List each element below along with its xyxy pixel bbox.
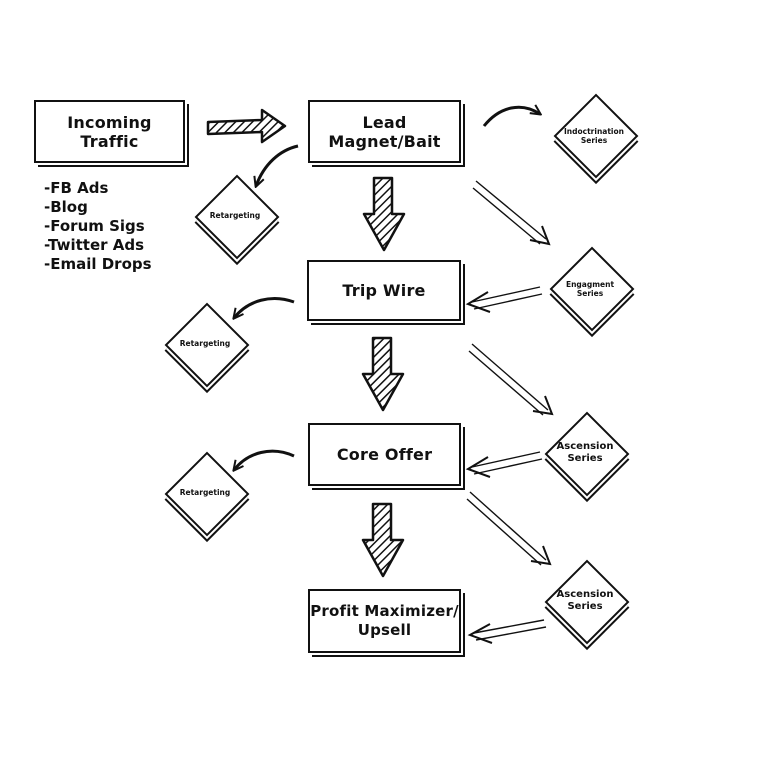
trip-wire-box: Trip Wire <box>307 260 461 321</box>
traffic-source-item: -Twitter Ads <box>44 236 145 254</box>
arrow-coreoffer-to-profitmax <box>361 502 405 578</box>
retargeting-label-1: Retargeting <box>209 211 261 220</box>
incoming-traffic-label: Incoming Traffic <box>67 112 152 151</box>
indoctrination-label: Indoctrination Series <box>564 127 624 145</box>
arrow-coreoffer-to-retargeting-3 <box>234 449 295 470</box>
arrow-tripwire-to-coreoffer <box>361 336 405 412</box>
traffic-source-item: -Blog <box>44 198 88 216</box>
ascension-label-1: Ascension Series <box>556 441 614 464</box>
arrow-engagement-to-tripwire <box>465 286 543 313</box>
traffic-source-item: -Email Drops <box>44 255 152 273</box>
arrow-ascension-2-to-profitmax <box>467 619 547 644</box>
traffic-source-item: -FB Ads <box>44 179 109 197</box>
lead-magnet-box: Lead Magnet/Bait <box>308 100 461 163</box>
engagement-label: Engagment Series <box>565 280 615 298</box>
traffic-sources-list: -FB Ads -Blog -Forum Sigs -Twitter Ads -… <box>44 179 152 274</box>
arrow-leadmagnet-to-retargeting-1 <box>256 144 299 186</box>
profit-maximizer-box: Profit Maximizer/ Upsell <box>308 589 461 653</box>
lead-magnet-label: Lead Magnet/Bait <box>328 112 441 151</box>
trip-wire-label: Trip Wire <box>342 281 426 300</box>
arrow-leadmagnet-to-tripwire <box>362 176 406 252</box>
core-offer-label: Core Offer <box>336 445 433 464</box>
retargeting-label-3: Retargeting <box>179 488 231 497</box>
profit-maximizer-label-line1: Profit Maximizer/ <box>310 602 459 620</box>
arrow-traffic-to-leadmagnet <box>206 108 287 144</box>
arrow-coreoffer-to-ascension-2 <box>466 491 552 566</box>
arrow-leadmagnet-to-engagement <box>472 180 551 246</box>
arrow-tripwire-to-retargeting-2 <box>234 297 295 318</box>
profit-maximizer-label-line2: Upsell <box>357 621 412 639</box>
arrow-leadmagnet-to-indoctrination <box>482 107 540 127</box>
ascension-label-2: Ascension Series <box>556 589 614 612</box>
incoming-traffic-box: Incoming Traffic <box>34 100 185 163</box>
arrow-ascension-1-to-coreoffer <box>465 451 543 478</box>
arrow-tripwire-to-ascension-1 <box>468 343 554 416</box>
traffic-source-item: -Forum Sigs <box>44 217 145 235</box>
retargeting-label-2: Retargeting <box>179 339 231 348</box>
core-offer-box: Core Offer <box>308 423 461 486</box>
